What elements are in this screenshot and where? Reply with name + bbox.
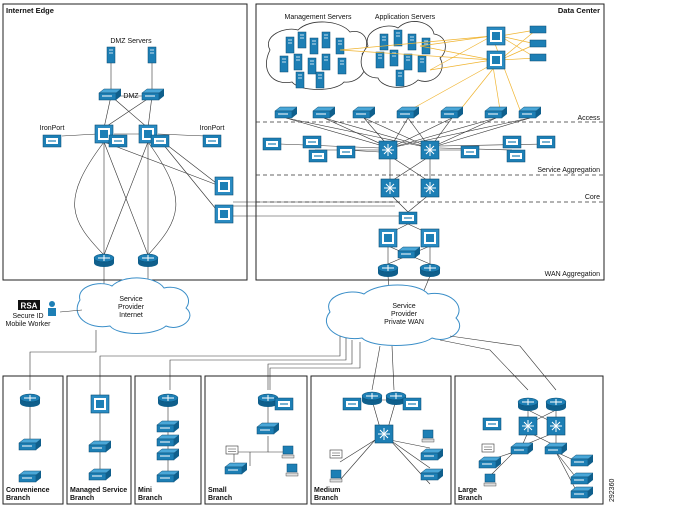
- service-provider-private-wan-cloud: [325, 284, 461, 346]
- ironport-left: [42, 134, 62, 148]
- layer-label-access: Access: [577, 115, 600, 122]
- management-servers-label: Management Servers: [285, 14, 352, 21]
- san-switch-2: [486, 50, 506, 70]
- small-branch-devices: [224, 393, 299, 477]
- branch-label-3a: Mini: [138, 487, 152, 494]
- ironport-label-right: IronPort: [200, 125, 225, 132]
- dmz-switch-2: [141, 88, 165, 101]
- vpn-appliance-2: [214, 204, 234, 224]
- branch-label-3b: Branch: [138, 495, 162, 502]
- application-servers-label: Application Servers: [375, 14, 436, 21]
- branch-label-6a: Large: [458, 487, 477, 494]
- mini-branch-devices: [156, 393, 180, 483]
- data-center-title: Data Center: [558, 6, 600, 15]
- branch-label-6b: Branch: [458, 495, 482, 502]
- branch-label-4b: Branch: [208, 495, 232, 502]
- layer-label-wan-aggregation: WAN Aggregation: [545, 271, 600, 278]
- managed-service-branch-devices: [88, 394, 112, 481]
- internet-cloud-line-2: Provider: [118, 304, 145, 311]
- branch-label-1b: Branch: [6, 495, 30, 502]
- ironport-label-left: IronPort: [40, 125, 65, 132]
- wan-cloud-line-2: Provider: [391, 311, 418, 318]
- internet-cloud-line-1: Service: [119, 296, 142, 303]
- large-branch-devices: [478, 397, 594, 499]
- branch-label-2a: Managed Service: [70, 487, 127, 494]
- branch-label-5b: Branch: [314, 495, 338, 502]
- wan-cloud-line-1: Service: [392, 303, 415, 310]
- dmz-servers-label: DMZ Servers: [110, 38, 152, 45]
- mobile-worker-line-1: Secure ID: [12, 313, 43, 320]
- internet-edge-links: [61, 62, 221, 290]
- access-switches: [274, 106, 542, 119]
- edge-ips-2: [150, 134, 170, 148]
- svg-text:RSA: RSA: [21, 302, 38, 311]
- convenience-branch-devices: [18, 393, 42, 483]
- layer-label-service-aggregation: Service Aggregation: [537, 167, 600, 174]
- branch-boxes: [2, 375, 604, 505]
- mobile-worker-line-2: Mobile Worker: [6, 321, 52, 328]
- service-aggregation-devices: [262, 135, 556, 163]
- branch-label-1a: Convenience: [6, 487, 50, 494]
- ironport-right: [202, 134, 222, 148]
- edge-router-2: [137, 253, 159, 268]
- rsa-logo: RSA: [18, 300, 40, 311]
- wan-aggregation-devices: [377, 228, 441, 278]
- vpn-appliance-1: [214, 176, 234, 196]
- dmz-switch-1: [98, 88, 122, 101]
- figure-id: 292360: [609, 479, 616, 502]
- wan-to-branch-links: [29, 330, 557, 395]
- branch-label-5a: Medium: [314, 487, 340, 494]
- mobile-worker-icon: [48, 301, 56, 316]
- storage-arrays: [529, 25, 547, 62]
- internet-cloud-line-3: Internet: [119, 312, 143, 319]
- data-center-region: [255, 3, 605, 281]
- san-switch-1: [486, 26, 506, 46]
- dmz-server-1: [106, 46, 116, 64]
- branch-label-2b: Branch: [70, 495, 94, 502]
- dmz-server-2: [147, 46, 157, 64]
- core-switches: [380, 178, 440, 225]
- internet-edge-title: Internet Edge: [6, 6, 54, 15]
- edge-router-1: [93, 253, 115, 268]
- dmz-label: DMZ: [123, 93, 139, 100]
- branch-label-4a: Small: [208, 487, 227, 494]
- medium-branch-devices: [329, 391, 444, 485]
- wan-cloud-line-3: Private WAN: [384, 319, 424, 326]
- edge-to-dc-links: [233, 201, 400, 217]
- edge-ips-1: [108, 134, 128, 148]
- service-provider-internet-cloud: [76, 277, 191, 334]
- mobile-worker-link: [59, 309, 83, 313]
- dc-fabric-links: [279, 117, 546, 301]
- layer-label-core: Core: [585, 194, 600, 201]
